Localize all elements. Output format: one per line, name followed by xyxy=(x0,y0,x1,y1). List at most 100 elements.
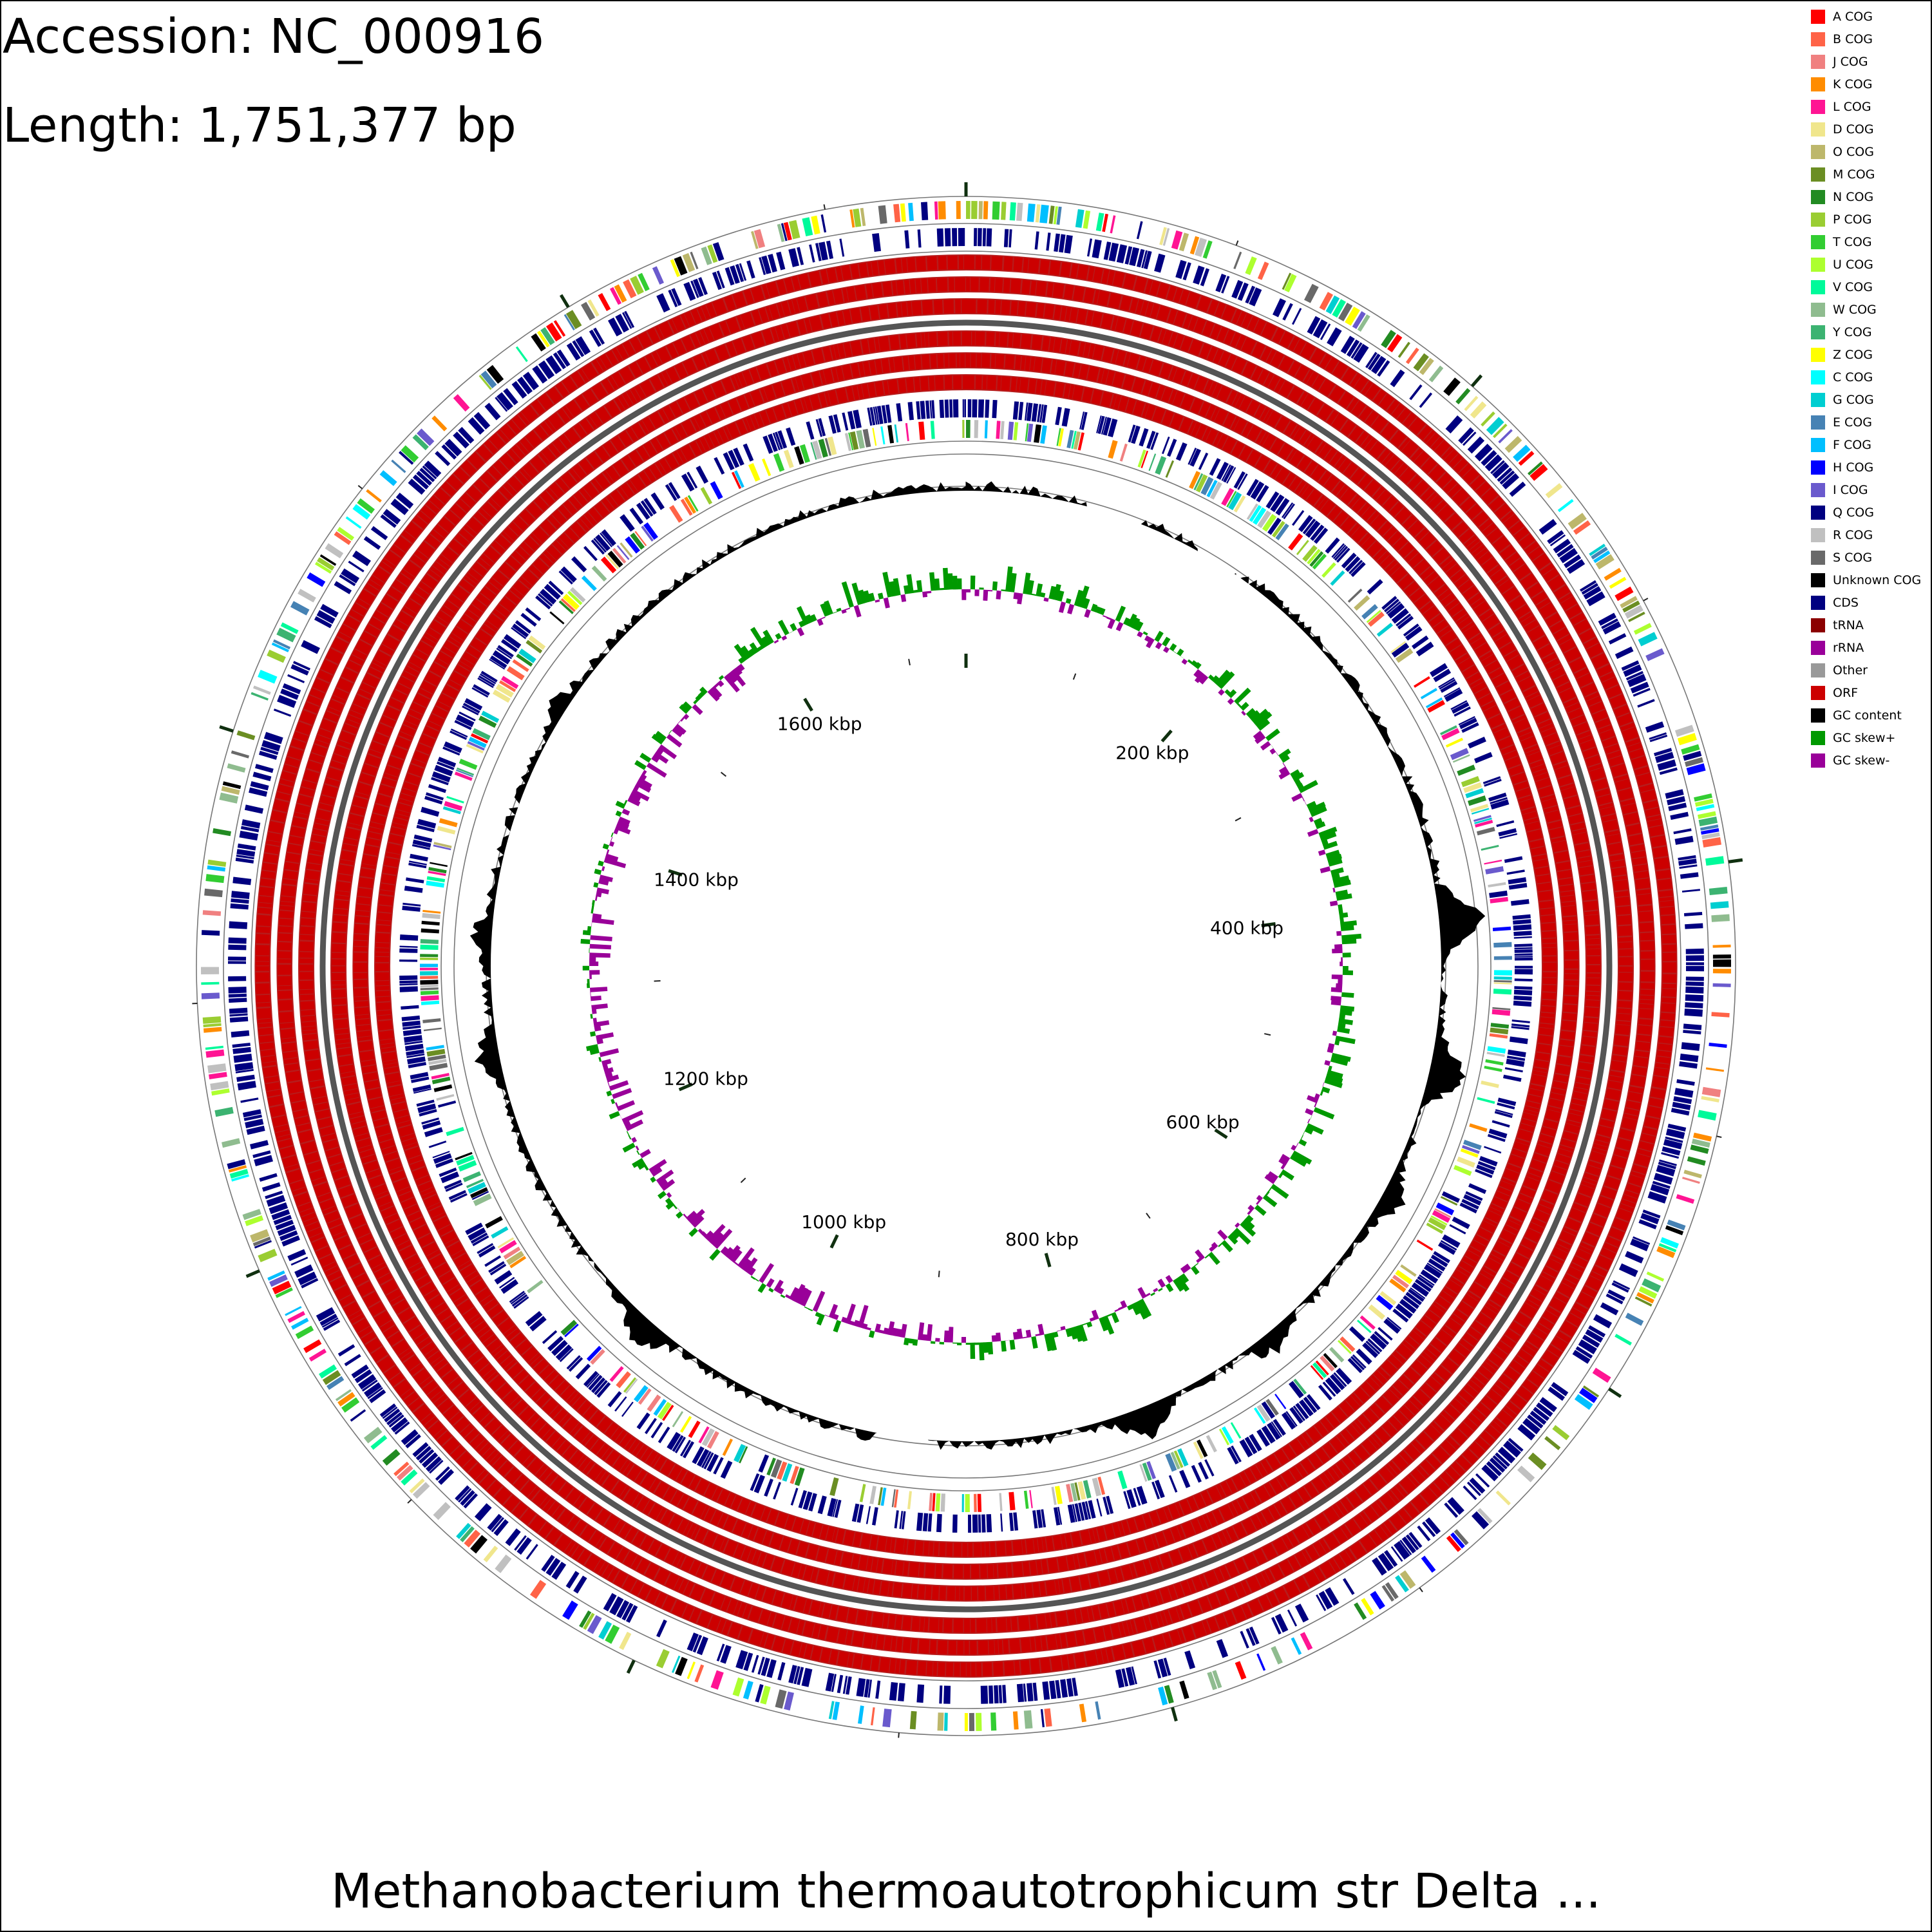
orf-feature xyxy=(1537,1204,1552,1215)
cog-feature xyxy=(251,692,269,701)
orf-feature xyxy=(694,414,706,430)
cds-feature xyxy=(1514,956,1533,958)
orf-feature xyxy=(354,940,368,947)
orf-feature xyxy=(1141,1593,1150,1609)
cds-feature xyxy=(1353,343,1369,363)
orf-feature xyxy=(812,348,824,364)
cds-feature xyxy=(415,1446,432,1461)
orf-feature xyxy=(423,726,439,739)
cds-feature xyxy=(1557,544,1574,558)
cds-feature xyxy=(1250,481,1265,500)
orf-feature xyxy=(312,1237,328,1251)
cds-feature xyxy=(235,857,254,864)
cog-feature xyxy=(688,1420,701,1438)
cds-feature xyxy=(1055,406,1062,426)
cog-feature xyxy=(614,284,627,303)
cog-feature xyxy=(983,201,989,220)
orf-feature xyxy=(1558,1148,1573,1157)
orf-feature xyxy=(299,989,314,994)
orf-feature xyxy=(1005,355,1015,369)
orf-feature xyxy=(803,1599,811,1614)
orf-feature xyxy=(1573,1203,1587,1213)
orf-feature xyxy=(1367,511,1379,524)
orf-feature xyxy=(1521,615,1535,627)
orf-feature xyxy=(332,753,347,764)
cds-feature xyxy=(1249,1434,1262,1452)
orf-feature xyxy=(1012,1540,1023,1555)
cog-feature xyxy=(1609,576,1627,589)
cds-feature xyxy=(279,1230,298,1241)
orf-feature xyxy=(1542,1311,1558,1324)
orf-feature xyxy=(618,431,633,447)
cds-feature xyxy=(1444,688,1463,702)
orf-feature xyxy=(629,336,643,352)
orf-feature xyxy=(1439,1291,1454,1303)
orf-feature xyxy=(1622,726,1638,741)
orf-feature xyxy=(431,1356,444,1367)
orf-feature xyxy=(573,423,587,439)
orf-feature xyxy=(1264,460,1277,476)
cog-feature xyxy=(1282,272,1292,290)
orf-feature xyxy=(836,1529,845,1544)
orf-feature xyxy=(1036,379,1042,394)
cog-feature xyxy=(564,314,575,331)
cds-feature xyxy=(939,399,945,418)
orf-feature xyxy=(1381,422,1397,440)
orf-feature xyxy=(895,1615,902,1630)
orf-feature xyxy=(359,877,374,889)
orf-feature xyxy=(545,1528,562,1545)
orf-feature xyxy=(1255,455,1270,471)
orf-feature xyxy=(1663,962,1677,973)
orf-feature xyxy=(672,427,681,440)
orf-feature xyxy=(1067,1654,1075,1669)
orf-feature xyxy=(506,556,521,571)
cog-feature xyxy=(483,1546,498,1562)
orf-feature xyxy=(546,488,558,500)
orf-feature xyxy=(1141,301,1149,316)
cds-feature xyxy=(1129,247,1140,267)
cds-feature xyxy=(1042,1681,1050,1700)
orf-feature xyxy=(623,341,636,356)
cog-feature xyxy=(201,967,220,974)
cog-feature xyxy=(531,333,546,352)
orf-feature xyxy=(1188,1544,1198,1558)
orf-feature xyxy=(1511,1148,1526,1159)
cog-feature xyxy=(1391,643,1410,658)
cds-feature xyxy=(1403,623,1419,637)
orf-feature xyxy=(607,1567,620,1582)
orf-feature xyxy=(1555,1064,1571,1075)
orf-feature xyxy=(1450,1428,1468,1445)
cds-feature xyxy=(433,1153,452,1164)
orf-feature xyxy=(376,723,393,737)
cds-feature xyxy=(1209,458,1221,476)
orf-feature xyxy=(474,478,489,494)
orf-feature xyxy=(522,1347,538,1362)
orf-feature xyxy=(1609,694,1626,708)
orf-feature xyxy=(343,1083,357,1091)
orf-feature xyxy=(926,1662,933,1676)
cds-feature xyxy=(1559,547,1578,564)
orf-feature xyxy=(999,332,1008,347)
orf-feature xyxy=(1557,1240,1571,1249)
orf-feature xyxy=(1220,1481,1232,1496)
orf-feature xyxy=(484,546,500,563)
cog-feature xyxy=(491,1226,509,1239)
orf-feature xyxy=(1641,790,1656,802)
orf-feature xyxy=(278,959,292,963)
orf-feature xyxy=(1338,458,1351,473)
cog-feature xyxy=(1530,464,1548,481)
orf-feature xyxy=(1465,1250,1480,1262)
cds-feature xyxy=(404,1041,423,1045)
orf-feature xyxy=(424,671,441,687)
cog-feature xyxy=(609,287,622,305)
orf-feature xyxy=(1289,477,1302,491)
orf-feature xyxy=(975,332,985,346)
orf-feature xyxy=(393,620,408,631)
orf-feature xyxy=(1613,1046,1628,1056)
orf-feature xyxy=(1493,535,1510,553)
orf-feature xyxy=(397,1187,411,1196)
cog-feature xyxy=(396,1464,413,1481)
orf-feature xyxy=(1478,1366,1493,1379)
orf-feature xyxy=(550,1476,566,1493)
orf-feature xyxy=(537,1423,551,1438)
